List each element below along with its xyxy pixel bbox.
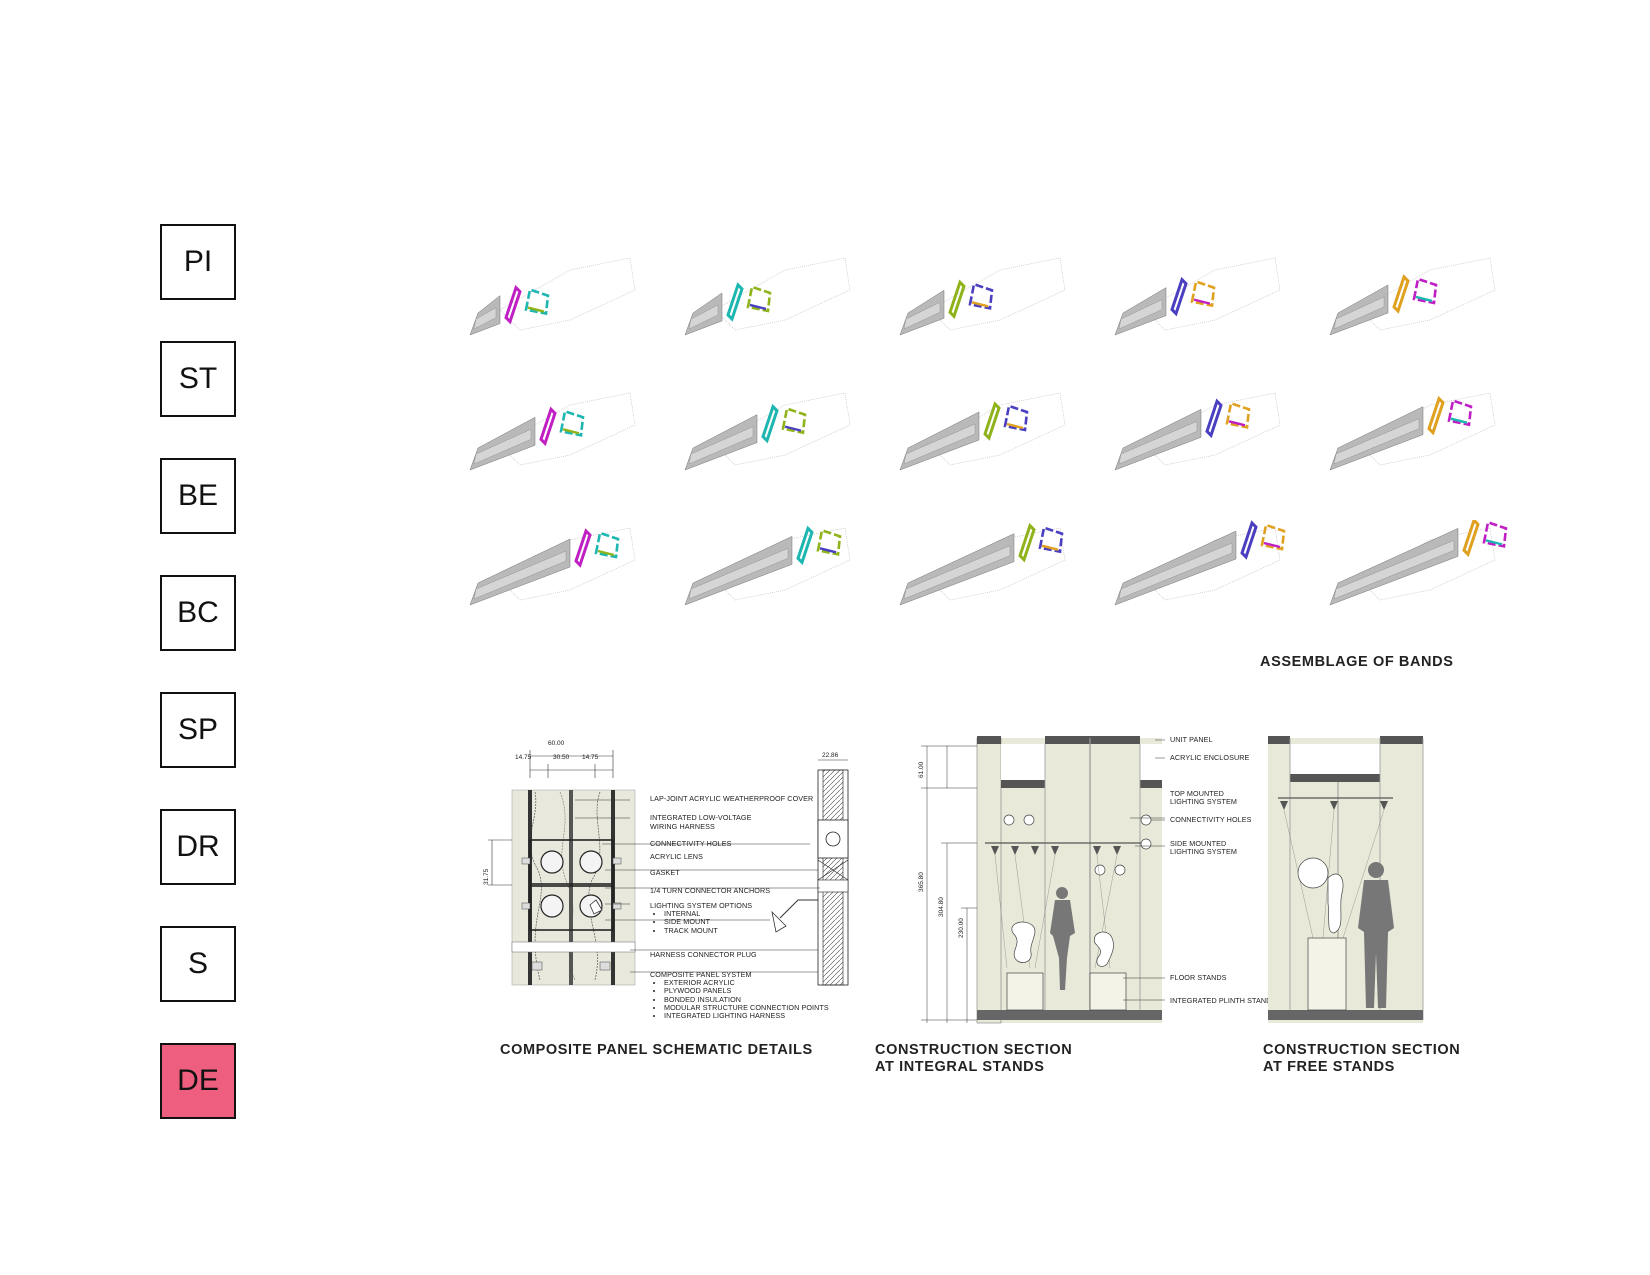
assemblage-caption: ASSEMBLAGE OF BANDS xyxy=(1260,654,1454,670)
section-nav: PI ST BE BC SP DR S DE xyxy=(160,224,236,1160)
nav-tab-sp[interactable]: SP xyxy=(160,692,236,768)
section-integral-caption: CONSTRUCTION SECTION AT INTEGRAL STANDS xyxy=(875,1042,1073,1075)
callout-plinth-stands: INTEGRATED PLINTH STANDS xyxy=(1170,996,1277,1005)
band-thumbnail xyxy=(1320,520,1510,630)
band-thumbnail xyxy=(1320,250,1510,360)
list-item: INTERNAL xyxy=(664,909,752,918)
band-thumbnail xyxy=(890,250,1080,360)
assemblage-grid xyxy=(460,250,1508,630)
list-item: MODULAR STRUCTURE CONNECTION POINTS xyxy=(664,1003,829,1012)
callout-unit-panel: UNIT PANEL xyxy=(1170,735,1213,744)
list-item: PLYWOOD PANELS xyxy=(664,986,829,995)
dim-mid: 304.80 xyxy=(938,897,945,917)
nav-tab-pi[interactable]: PI xyxy=(160,224,236,300)
callout-side-mounted-1: SIDE MOUNTED xyxy=(1170,839,1227,848)
callout-top-mounted-2: LIGHTING SYSTEM xyxy=(1170,797,1237,806)
band-thumbnail xyxy=(460,520,650,630)
callout-lighting-options: LIGHTING SYSTEM OPTIONS INTERNAL SIDE MO… xyxy=(650,902,752,935)
callout-connectivity: CONNECTIVITY HOLES xyxy=(1170,815,1252,824)
composite-panel-drawing xyxy=(488,750,849,986)
band-thumbnail xyxy=(1105,250,1295,360)
callout-wiring-2: WIRING HARNESS xyxy=(650,822,715,831)
nav-tab-bc[interactable]: BC xyxy=(160,575,236,651)
section-free-caption: CONSTRUCTION SECTION AT FREE STANDS xyxy=(1263,1042,1461,1075)
nav-tab-de[interactable]: DE xyxy=(160,1043,236,1119)
dim-total: 365.80 xyxy=(918,872,925,892)
callout-panel-system: COMPOSITE PANEL SYSTEM EXTERIOR ACRYLIC … xyxy=(650,971,829,1020)
dim-top: 61.00 xyxy=(918,761,925,778)
section-free-drawing xyxy=(1268,736,1424,1023)
callout-top-mounted-1: TOP MOUNTED xyxy=(1170,789,1224,798)
list-item: SIDE MOUNT xyxy=(664,917,752,926)
band-thumbnail xyxy=(675,520,865,630)
lighting-options-list: INTERNAL SIDE MOUNT TRACK MOUNT xyxy=(650,909,752,935)
callout-acrylic-enclosure: ACRYLIC ENCLOSURE xyxy=(1170,753,1250,762)
dim-middle: 30.50 xyxy=(553,754,570,761)
band-thumbnail xyxy=(460,385,650,495)
band-thumbnail xyxy=(1105,385,1295,495)
callout-wiring-1: INTEGRATED LOW-VOLTAGE xyxy=(650,813,752,822)
list-item: TRACK MOUNT xyxy=(664,926,752,935)
dim-right: 14.75 xyxy=(582,754,599,761)
nav-tab-be[interactable]: BE xyxy=(160,458,236,534)
band-thumbnail xyxy=(890,385,1080,495)
callout-floor-stands: FLOOR STANDS xyxy=(1170,973,1227,982)
lighting-options-label: LIGHTING SYSTEM OPTIONS xyxy=(650,901,753,910)
list-item: INTEGRATED LIGHTING HARNESS xyxy=(664,1011,829,1020)
dim-wall: 22.86 xyxy=(822,752,839,759)
callout-connector-anchors: 1/4 TURN CONNECTOR ANCHORS xyxy=(650,886,771,895)
band-thumbnail xyxy=(1105,520,1295,630)
callout-connectivity-holes: CONNECTIVITY HOLES xyxy=(650,839,732,848)
band-thumbnail xyxy=(890,520,1080,630)
dim-low: 230.00 xyxy=(958,918,965,938)
list-item: EXTERIOR ACRYLIC xyxy=(664,978,829,987)
nav-tab-s[interactable]: S xyxy=(160,926,236,1002)
band-thumbnail xyxy=(460,250,650,360)
panel-system-label: COMPOSITE PANEL SYSTEM xyxy=(650,970,752,979)
callout-side-mounted-2: LIGHTING SYSTEM xyxy=(1170,847,1237,856)
callout-harness-plug: HARNESS CONNECTOR PLUG xyxy=(650,950,757,959)
band-thumbnail xyxy=(1320,385,1510,495)
band-thumbnail xyxy=(675,250,865,360)
callout-acrylic-lens: ACRYLIC LENS xyxy=(650,852,703,861)
callout-lap-joint: LAP-JOINT ACRYLIC WEATHERPROOF COVER xyxy=(650,794,814,803)
nav-tab-st[interactable]: ST xyxy=(160,341,236,417)
dim-height: 31.75 xyxy=(483,868,490,885)
panel-detail-caption: COMPOSITE PANEL SCHEMATIC DETAILS xyxy=(500,1042,813,1058)
list-item: BONDED INSULATION xyxy=(664,995,829,1004)
section-integral-drawing xyxy=(921,736,1165,1024)
dim-overall-width: 60.00 xyxy=(548,740,565,747)
dim-left: 14.75 xyxy=(515,754,532,761)
band-thumbnail xyxy=(675,385,865,495)
nav-tab-dr[interactable]: DR xyxy=(160,809,236,885)
panel-system-list: EXTERIOR ACRYLIC PLYWOOD PANELS BONDED I… xyxy=(650,978,829,1020)
callout-gasket: GASKET xyxy=(650,868,680,877)
